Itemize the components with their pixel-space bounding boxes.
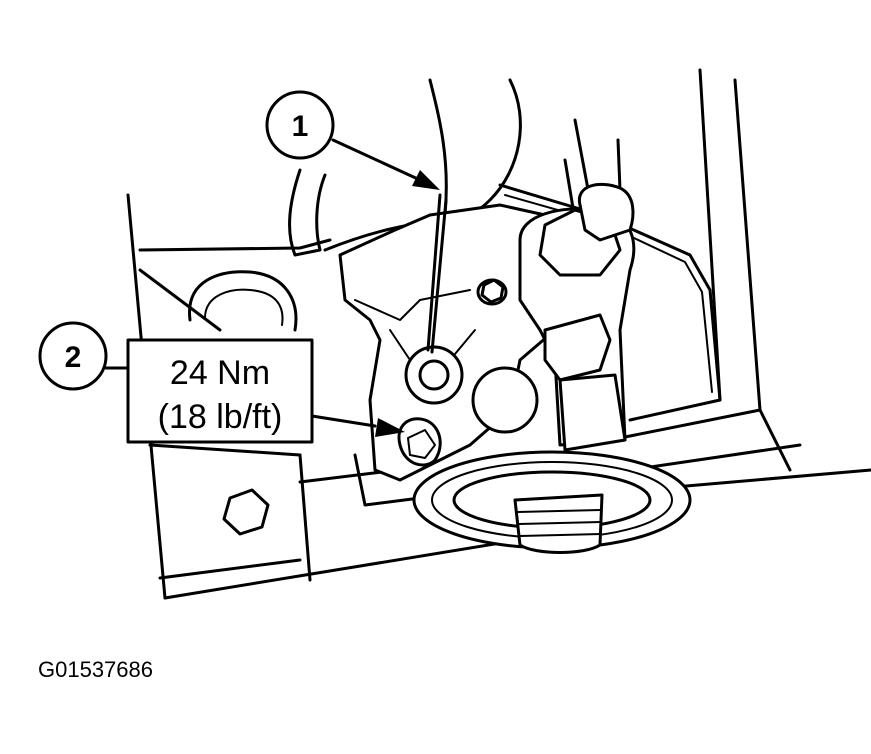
torque-nm: 24 Nm xyxy=(170,354,270,392)
torque-box xyxy=(126,338,314,444)
figure-code: G01537686 xyxy=(38,657,153,682)
torque-lbft: (18 lb/ft) xyxy=(158,398,283,436)
round-plug xyxy=(188,270,298,332)
hex-bolt-lower-left xyxy=(222,488,270,536)
bracket-bosses xyxy=(404,345,539,434)
mounting-bolt xyxy=(397,417,442,467)
callout-2-number: 2 xyxy=(65,341,82,374)
callout-2: 2 24 Nm (18 lb/ft) xyxy=(38,321,405,444)
stud-assembly xyxy=(518,182,636,452)
callout-1-number: 1 xyxy=(292,110,309,143)
callout-1: 1 xyxy=(265,90,448,354)
washer-nut xyxy=(412,450,692,554)
